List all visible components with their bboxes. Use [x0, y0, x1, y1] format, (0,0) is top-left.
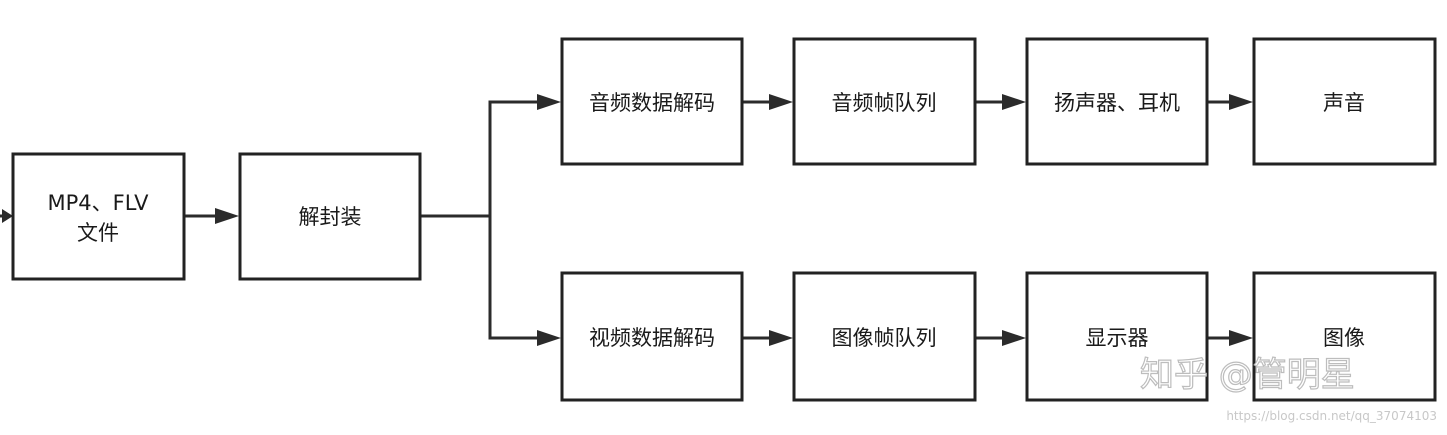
arrowhead-video-queue-display: [1002, 330, 1026, 346]
watermark-text: 知乎 @管明星: [1140, 355, 1355, 395]
node-video-queue: 图像帧队列: [792, 271, 977, 402]
node-image: 图像: [1252, 271, 1437, 402]
node-source-label-line2: 文件: [77, 221, 119, 245]
watermark: 知乎 @管明星 https://blog.csdn.net/qq_3707410…: [1139, 354, 1437, 423]
node-speaker-label: 扬声器、耳机: [1054, 91, 1180, 115]
node-audio-queue: 音频帧队列: [792, 37, 977, 166]
node-image-box: [1252, 271, 1437, 402]
node-audio-queue-box: [792, 37, 977, 166]
node-audio-decode-box: [560, 37, 744, 166]
node-audio-decode: 音频数据解码: [560, 37, 744, 166]
node-sound: 声音: [1252, 37, 1437, 166]
node-video-decode-label: 视频数据解码: [589, 326, 715, 350]
node-sound-box: [1252, 37, 1437, 166]
arrowhead-video-decode-queue: [769, 330, 793, 346]
node-video-queue-label: 图像帧队列: [832, 326, 937, 350]
arrowhead-audio-decode-queue: [769, 94, 793, 110]
node-source: MP4、FLV 文件: [11, 152, 186, 281]
node-audio-decode-label: 音频数据解码: [589, 91, 715, 115]
arrowhead-display-image: [1229, 330, 1253, 346]
node-display-box: [1025, 271, 1209, 402]
node-speaker-box: [1025, 37, 1209, 166]
node-demux-box: [238, 152, 422, 281]
node-display-label: 显示器: [1086, 326, 1149, 350]
arrowhead-speaker-sound: [1229, 94, 1253, 110]
node-source-box: [11, 152, 186, 281]
node-audio-queue-label: 音频帧队列: [832, 91, 937, 115]
node-display: 显示器: [1025, 271, 1209, 402]
edge-split-audio: [488, 100, 540, 216]
edge-split-video: [488, 216, 540, 340]
node-demux: 解封装: [238, 152, 422, 281]
node-video-decode-box: [560, 271, 744, 402]
arrowhead-split-video: [537, 330, 561, 346]
arrowhead-split-audio: [537, 94, 561, 110]
node-image-label: 图像: [1323, 326, 1365, 350]
node-video-queue-box: [792, 271, 977, 402]
node-sound-label: 声音: [1323, 91, 1365, 115]
arrowhead-audio-queue-speaker: [1002, 94, 1026, 110]
arrowhead-source-demux: [215, 208, 239, 224]
node-speaker: 扬声器、耳机: [1025, 37, 1209, 166]
node-video-decode: 视频数据解码: [560, 271, 744, 402]
arrowhead-incoming: [2, 209, 13, 223]
node-source-label-line1: MP4、FLV: [48, 191, 150, 215]
edges: [0, 94, 1253, 346]
node-demux-label: 解封装: [299, 205, 362, 229]
watermark-url: https://blog.csdn.net/qq_37074103: [1226, 409, 1437, 423]
